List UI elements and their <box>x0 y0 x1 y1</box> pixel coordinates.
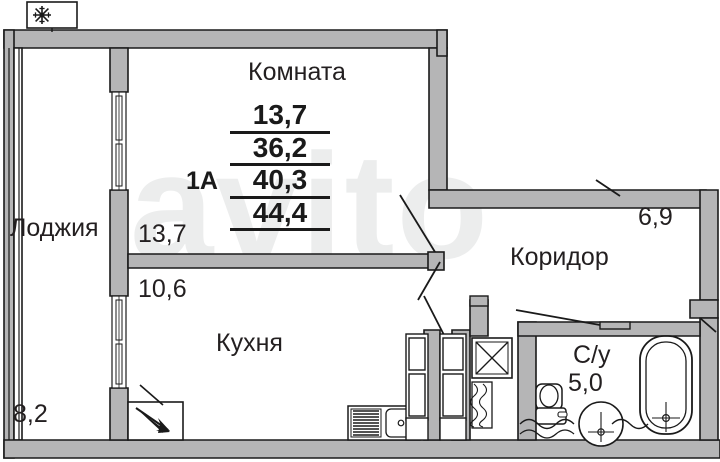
room-label-kitchen: Кухня <box>216 329 283 357</box>
closet-x-icon <box>471 337 513 379</box>
shaft-hatch <box>469 381 493 429</box>
area-label-kitchen: 10,6 <box>138 275 187 303</box>
room-label-corridor: Коридор <box>510 243 609 271</box>
corridor-door-blocks <box>469 295 631 330</box>
bathtub-icon <box>639 335 693 435</box>
closet-panels <box>405 333 467 441</box>
wall-left-inner-line <box>13 47 23 441</box>
door-sill-bathroom <box>599 321 631 330</box>
area-summary-stack: 13,7 36,2 40,3 44,4 <box>230 100 330 232</box>
wall-loggia-partition-mid <box>109 189 129 297</box>
snowflake-icon <box>33 6 51 24</box>
walls-group <box>3 1 720 459</box>
loggia-glazing <box>8 48 20 440</box>
area-summary-total: 40,3 <box>230 166 330 199</box>
wall-room-kitchen-divider <box>127 253 438 269</box>
area-summary-rooms: 36,2 <box>230 133 330 167</box>
wall-bottom <box>3 439 720 459</box>
wall-top <box>3 29 448 49</box>
balcony-door-window <box>111 91 127 191</box>
area-label-bathroom: 5,0 <box>568 369 603 397</box>
wall-far-right-step <box>689 299 719 319</box>
entrance-arrow-icon <box>127 384 184 441</box>
room-label-komnata: Комната <box>248 58 346 86</box>
area-summary-living: 13,7 <box>230 100 330 134</box>
wall-top-right-tab <box>436 29 448 57</box>
kitchen-balcony-door-window <box>111 295 127 389</box>
wall-loggia-partition-bottom <box>109 387 129 441</box>
room-label-bathroom: С/у <box>573 341 611 369</box>
stove-icon <box>353 410 379 436</box>
area-label-corridor: 6,9 <box>638 203 673 231</box>
bathroom-fixtures <box>519 335 693 447</box>
leader-lines <box>399 179 717 336</box>
area-summary-with-loggia: 44,4 <box>230 198 330 232</box>
toilet-icon <box>535 383 568 425</box>
wall-far-right-upper <box>699 189 719 301</box>
area-label-loggia: 8,2 <box>13 400 48 428</box>
wall-right-upper <box>428 47 448 191</box>
room-label-loggia: Лоджия <box>10 214 99 242</box>
door-sill-corridor <box>469 295 489 307</box>
area-label-komnata: 13,7 <box>138 220 187 248</box>
wall-far-right-lower <box>699 317 719 441</box>
wall-loggia-partition-top <box>109 47 129 93</box>
apartment-type-label: 1А <box>186 167 218 195</box>
washbasin-icon <box>578 401 624 447</box>
pipe-run <box>519 418 649 439</box>
wall-bathroom-left <box>517 321 537 441</box>
